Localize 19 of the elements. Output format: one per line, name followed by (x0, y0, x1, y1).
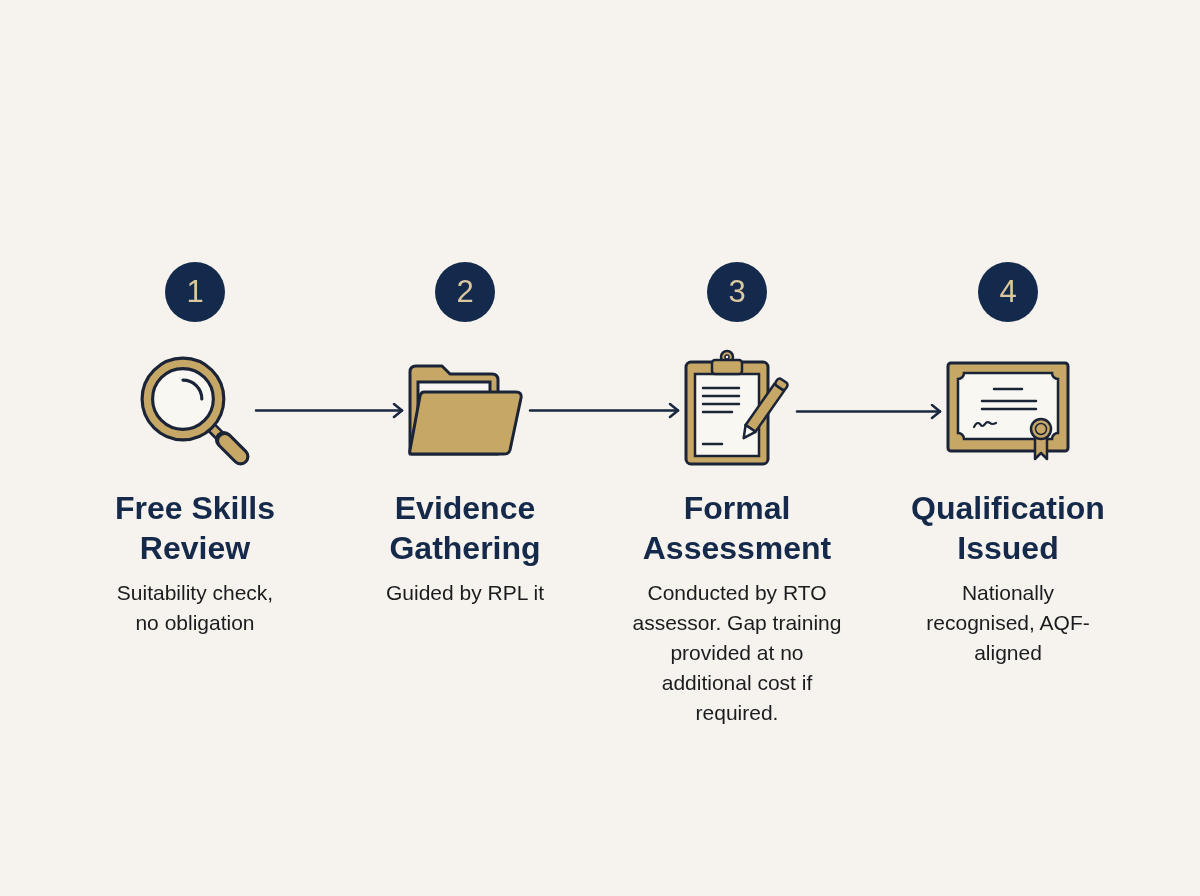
step-title: Free Skills Review (113, 489, 277, 568)
magnifying-glass-icon (140, 356, 250, 466)
step-number-badge: 2 (435, 262, 495, 322)
step-description: Guided by RPL it (385, 580, 545, 606)
step-title: Qualification Issued (910, 489, 1106, 568)
step-description: Suitability check, no obligation (115, 580, 275, 636)
step-title: Formal Assessment (641, 489, 833, 568)
arrow (254, 402, 404, 419)
clipboard-pencil-icon (684, 349, 791, 467)
step-number-badge: 3 (707, 262, 767, 322)
step-number-badge: 1 (165, 262, 225, 322)
certificate-icon (946, 361, 1070, 462)
arrow (528, 402, 680, 419)
step-title: Evidence Gathering (388, 489, 542, 568)
step-description: Nationally recognised, AQF-aligned (925, 580, 1091, 666)
step-description: Conducted by RTO assessor. Gap training provided at no additional cost if required. (631, 580, 843, 726)
arrow (795, 403, 942, 420)
step-number-badge: 4 (978, 262, 1038, 322)
folder-icon (408, 364, 524, 457)
